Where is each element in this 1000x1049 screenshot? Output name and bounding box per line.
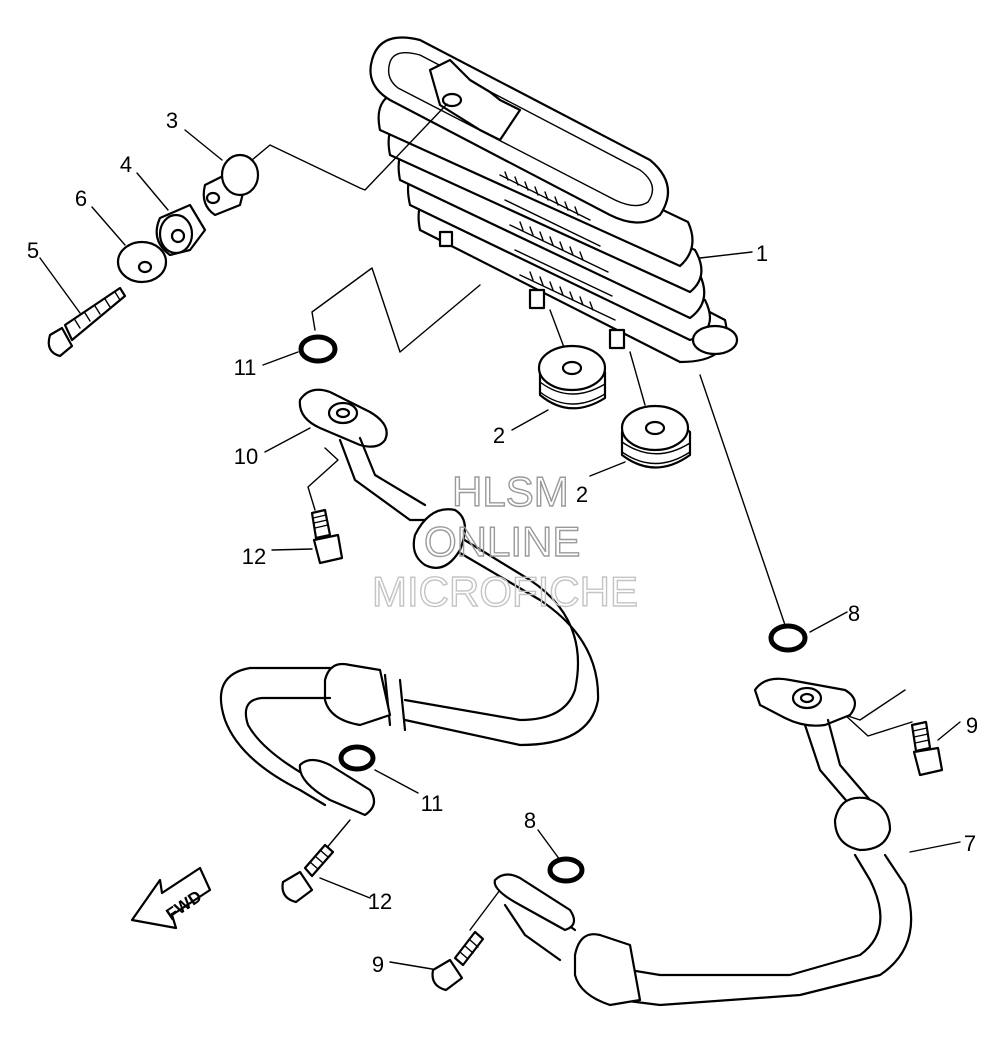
callout-c1: 1: [756, 241, 768, 266]
fwd-direction-arrow: FWD: [130, 866, 212, 930]
callout-c5: 5: [27, 238, 39, 263]
assembly-lines: [39, 103, 961, 971]
callout-c2b: 2: [576, 482, 588, 507]
bolt-part-5: [47, 286, 127, 358]
callout-c9b: 9: [372, 952, 384, 977]
watermark-line-1: HLSM: [452, 468, 569, 515]
damper-rubbers-part-2: [537, 344, 692, 469]
washer-part-6: [116, 240, 168, 284]
collar-part-3: [202, 153, 260, 217]
bolt-part-12-upper: [310, 508, 344, 565]
callout-c12b: 12: [368, 889, 392, 914]
callout-c6: 6: [75, 186, 87, 211]
callout-c11b: 11: [421, 791, 444, 816]
bolt-part-12-lower: [281, 843, 335, 904]
callout-c10: 10: [234, 444, 258, 469]
o-ring-part-8-upper: [768, 623, 808, 653]
watermark-line-2: ONLINE: [424, 518, 580, 565]
o-ring-part-11-lower: [338, 744, 376, 772]
callout-c3: 3: [166, 108, 178, 133]
callout-c8b: 8: [524, 808, 536, 833]
callout-c11a: 11: [234, 355, 257, 380]
watermark: HLSM ONLINE MICROFICHE: [371, 467, 638, 615]
grommet-part-4: [155, 203, 207, 257]
oil-pipe-part-10: [219, 388, 600, 817]
callout-c2a: 2: [493, 423, 505, 448]
o-ring-part-11-upper: [298, 334, 338, 364]
callout-c4: 4: [120, 152, 132, 177]
callout-c12a: 12: [242, 544, 266, 569]
bolt-part-9-lower: [431, 930, 485, 992]
oil-pipe-part-7: [493, 677, 913, 1007]
o-ring-part-8-lower: [547, 856, 585, 884]
callout-c7: 7: [964, 831, 976, 856]
callout-c8a: 8: [848, 601, 860, 626]
oil-cooler: [369, 36, 739, 364]
watermark-line-3: MICROFICHE: [372, 568, 638, 615]
callout-c9a: 9: [966, 713, 978, 738]
bolt-part-9-upper: [910, 720, 944, 777]
